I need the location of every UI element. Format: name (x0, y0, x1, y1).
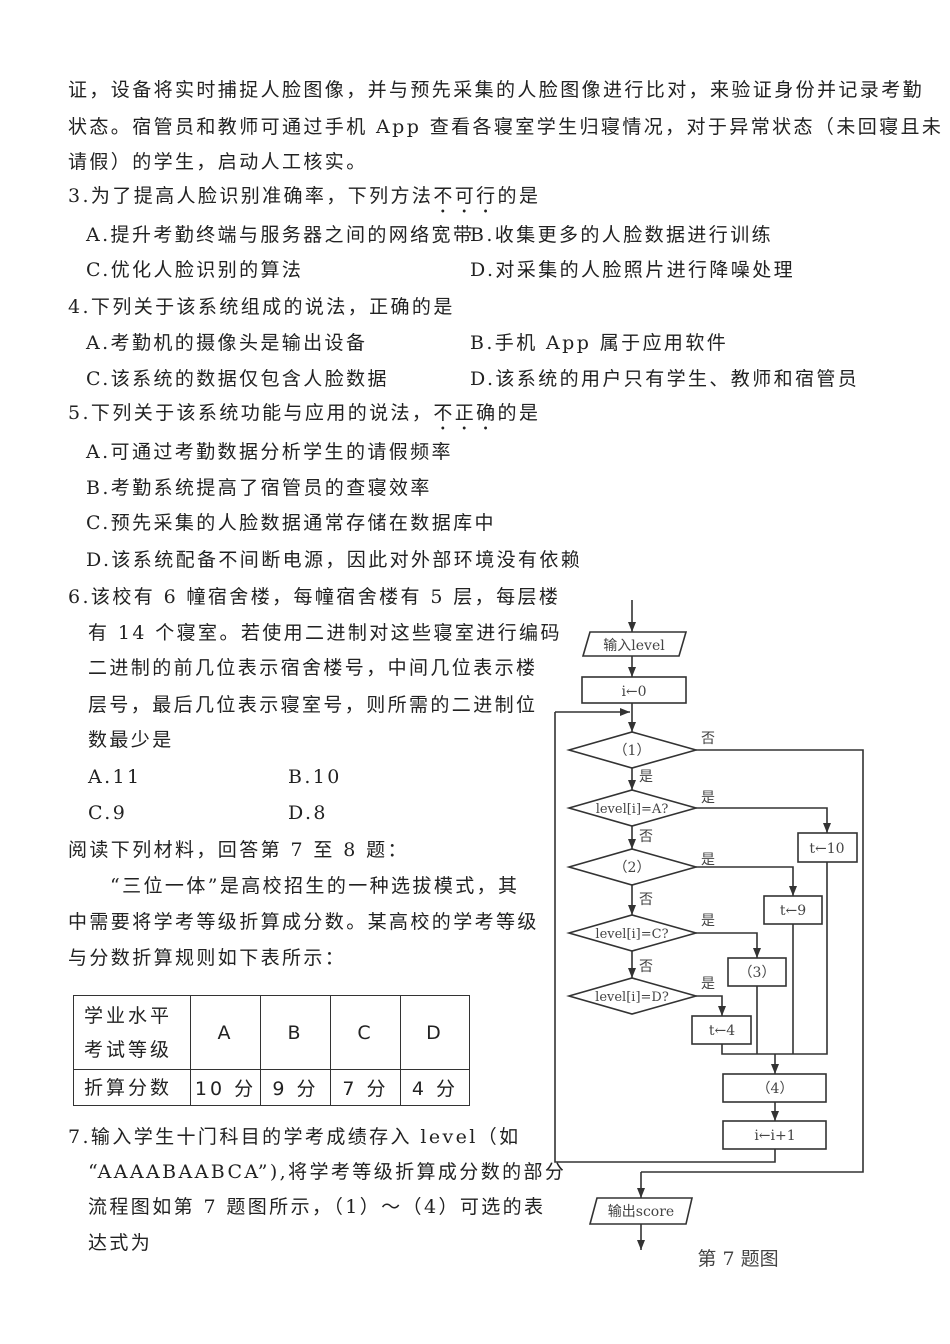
header-label: 学业水平 (84, 1004, 173, 1027)
option-a[interactable]: A.11 (88, 766, 142, 788)
option-d[interactable]: D.该系统配备不间断电源，因此对外部环境没有依赖 (86, 549, 583, 571)
option-c[interactable]: C.该系统的数据仅包含人脸数据 (86, 368, 389, 390)
emphasized-text: 不正确 (433, 402, 498, 424)
init-label: i←0 (621, 684, 646, 700)
intro-line: 证，设备将实时捕捉人脸图像，并与预先采集的人脸图像进行比对，来验证身份并记录考勤 (68, 79, 925, 101)
flow-arrow (696, 807, 831, 833)
option-b[interactable]: B.10 (288, 766, 342, 788)
reading-line: 与分数折算规则如下表所示： (68, 947, 347, 969)
step3-label: （3） (739, 965, 776, 981)
option-b[interactable]: B.手机 App 属于应用软件 (470, 332, 729, 354)
cond2-label: （2） (614, 860, 651, 876)
step4-label: （4） (757, 1081, 794, 1097)
table-cell: 10 分 (190, 1069, 261, 1106)
table-row: 折算分数 10 分 9 分 7 分 4 分 (73, 1069, 470, 1106)
emphasized-text: 不可行 (433, 185, 498, 207)
yes-label: 是 (701, 976, 715, 992)
input-label: 输入level (603, 638, 665, 654)
table-cell: C (330, 995, 401, 1070)
no-label: 否 (639, 829, 653, 845)
flow-arrow (696, 932, 761, 958)
intro-line: 状态。宿管员和教师可通过手机 App 查看各寝室学生归寝情况，对于异常状态（未回… (68, 116, 944, 138)
question-6-stem: 层号，最后几位表示寝室号，则所需的二进制位 (88, 694, 538, 716)
intro-line: 请假）的学生，启动人工核实。 (68, 151, 368, 173)
init-box (581, 676, 687, 704)
stem-text: 5.下列关于该系统功能与应用的说法， (68, 402, 434, 424)
question-7-stem: 流程图如第 7 题图所示，（1）～（4）可选的表 (88, 1196, 546, 1218)
figure-caption: 第 7 题图 (697, 1248, 778, 1270)
grade-conversion-table: 学业水平考试等级 A B C D 折算分数 10 分 9 分 7 分 4 分 (73, 995, 470, 1106)
t10-label: t←10 (809, 841, 844, 857)
option-d[interactable]: D.该系统的用户只有学生、教师和宿管员 (470, 368, 860, 390)
loop-line (554, 712, 776, 1163)
option-a[interactable]: A.可通过考勤数据分析学生的请假频率 (86, 441, 453, 463)
option-c[interactable]: C.预先采集的人脸数据通常存储在数据库中 (86, 512, 496, 534)
yes-label: 是 (701, 913, 715, 929)
cond1-label: （1） (614, 743, 651, 759)
table-row: 学业水平考试等级 A B C D (73, 995, 470, 1070)
increment-label: i←i+1 (754, 1128, 795, 1144)
condA-label: level[i]=A? (596, 802, 669, 817)
option-b[interactable]: B.考勤系统提高了宿管员的查寝效率 (86, 477, 432, 499)
question-7-stem: 7.输入学生十门科目的学考成绩存入 level（如 (68, 1126, 521, 1148)
reading-line: “三位一体”是高校招生的一种选拔模式，其 (110, 875, 520, 897)
stem-text: 的是 (497, 185, 541, 207)
t4-label: t←4 (709, 1023, 735, 1039)
table-cell: D (400, 995, 470, 1070)
question-6-stem: 有 14 个寝室。若使用二进制对这些寝室进行编码 (88, 622, 562, 644)
yes-label: 是 (701, 852, 715, 868)
table-cell: 9 分 (260, 1069, 331, 1106)
reading-intro: 阅读下列材料，回答第 7 至 8 题： (68, 839, 409, 861)
exit-line (641, 749, 864, 1173)
output-parallelogram (588, 1197, 694, 1225)
table-cell: 7 分 (330, 1069, 401, 1106)
yes-label: 是 (639, 769, 653, 785)
table-header-cell: 学业水平考试等级 (73, 995, 191, 1070)
yes-label: 是 (701, 790, 715, 806)
question-6-stem: 6.该校有 6 幢宿舍楼，每幢宿舍楼有 5 层，每层楼 (68, 586, 561, 608)
flow-arrow (696, 866, 797, 896)
condC-label: level[i]=C? (595, 927, 668, 942)
option-a[interactable]: A.考勤机的摄像头是输出设备 (86, 332, 368, 354)
stem-text: 3.为了提高人脸识别准确率，下列方法 (68, 185, 434, 207)
table-cell: 4 分 (400, 1069, 470, 1106)
option-d[interactable]: D.对采集的人脸照片进行降噪处理 (470, 259, 795, 281)
option-d[interactable]: D.8 (288, 802, 328, 824)
output-label: 输出score (608, 1204, 674, 1220)
question-6-stem: 数最少是 (88, 729, 174, 751)
question-3-stem: 3.为了提高人脸识别准确率，下列方法不可行的是 (68, 184, 540, 218)
option-c[interactable]: C.优化人脸识别的算法 (86, 259, 304, 281)
question-5-stem: 5.下列关于该系统功能与应用的说法，不正确的是 (68, 401, 540, 435)
table-cell: A (190, 995, 261, 1070)
flow-arrow (696, 995, 726, 1016)
option-c[interactable]: C.9 (88, 802, 128, 824)
question-4-stem: 4.下列关于该系统组成的说法，正确的是 (68, 296, 455, 318)
no-label: 否 (639, 892, 653, 908)
stem-text: 的是 (497, 402, 541, 424)
option-a[interactable]: A.提升考勤终端与服务器之间的网络宽带 (86, 224, 475, 246)
t9-label: t←9 (780, 903, 806, 919)
question-6-stem: 二进制的前几位表示宿舍楼号，中间几位表示楼 (88, 657, 538, 679)
input-parallelogram (581, 631, 688, 657)
option-b[interactable]: B.收集更多的人脸数据进行训练 (470, 224, 774, 246)
reading-line: 中需要将学考等级折算成分数。某高校的学考等级 (68, 911, 539, 933)
condD-label: level[i]=D? (595, 990, 669, 1005)
table-header-cell: 折算分数 (73, 1069, 191, 1106)
no-label: 否 (701, 731, 715, 747)
header-label: 考试等级 (84, 1038, 173, 1061)
question-7-stem: 达式为 (88, 1232, 153, 1254)
no-label: 否 (639, 959, 653, 975)
question-7-stem: “AAAABAABCA”),将学考等级折算成分数的部分 (88, 1161, 567, 1183)
